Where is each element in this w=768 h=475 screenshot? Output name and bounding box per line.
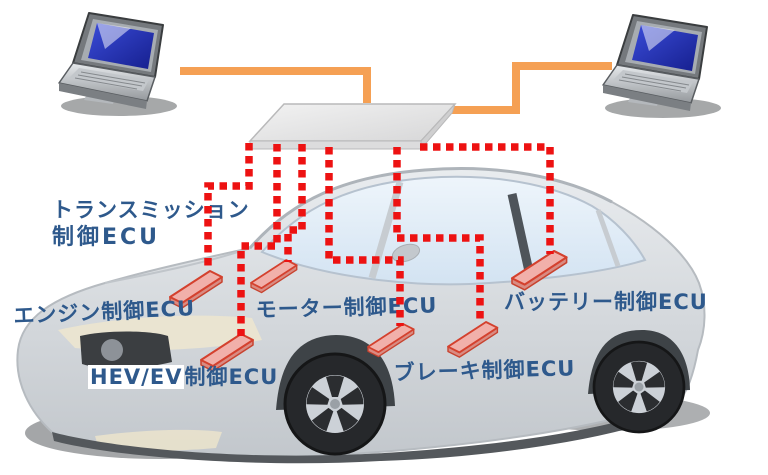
underbody [52,400,680,464]
gateway-panel [248,103,457,151]
cable-right [450,62,612,114]
laptop-right-icon [602,14,722,119]
front-wheel [283,352,387,456]
car-illustration [16,167,710,464]
headlight [80,331,172,369]
c-pillar [595,209,621,267]
laptop-left-icon [58,12,178,117]
fog-light [101,339,123,361]
rear-wheel [592,340,686,434]
bumper-lower-accent [95,429,222,451]
cable-left [180,67,371,103]
